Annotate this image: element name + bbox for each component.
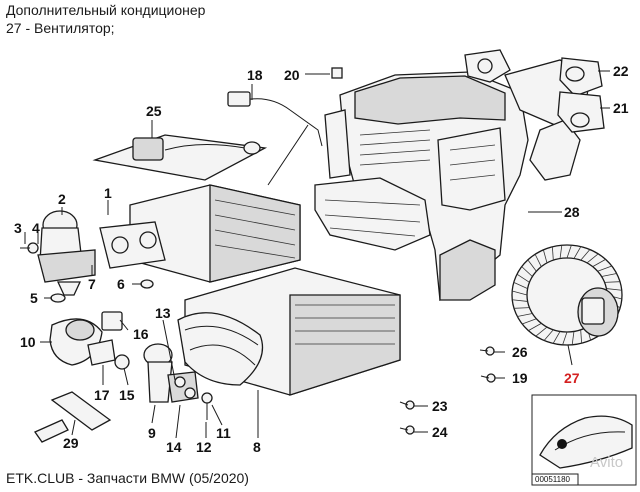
callout-17: 17 bbox=[94, 387, 110, 403]
fan-blade bbox=[516, 273, 530, 283]
page-subtitle: 27 - Вентилятор; bbox=[6, 20, 115, 36]
fan-blade bbox=[580, 249, 591, 261]
callout-8: 8 bbox=[253, 439, 261, 455]
callout-7: 7 bbox=[88, 276, 96, 292]
fan-blade bbox=[513, 282, 528, 289]
bracket-part bbox=[92, 134, 268, 181]
fan-blade bbox=[521, 266, 533, 277]
location-marker-icon bbox=[557, 439, 567, 449]
vehicle-inset: Avito 00051180 bbox=[531, 394, 637, 486]
fan-blade bbox=[512, 299, 528, 302]
callout-3: 3 bbox=[14, 220, 22, 236]
callout-5: 5 bbox=[30, 290, 38, 306]
fan-blade bbox=[566, 245, 572, 259]
callout-2: 2 bbox=[58, 191, 66, 207]
callout-29: 29 bbox=[63, 435, 79, 451]
callout-10: 10 bbox=[20, 334, 36, 350]
callout-28: 28 bbox=[564, 204, 580, 220]
fan-blade bbox=[517, 313, 533, 317]
fan-blade bbox=[512, 290, 528, 296]
callout-23: 23 bbox=[432, 398, 448, 414]
fan-blade bbox=[559, 245, 563, 259]
fan-blade bbox=[580, 329, 583, 344]
expansion-valve-assembly bbox=[49, 311, 199, 403]
callout-1: 1 bbox=[104, 185, 112, 201]
fan-blade bbox=[543, 329, 554, 341]
fan-blade bbox=[552, 331, 561, 344]
callout-20: 20 bbox=[284, 67, 300, 83]
callout-18: 18 bbox=[247, 67, 263, 83]
callout-26: 26 bbox=[512, 344, 528, 360]
water-valve bbox=[27, 210, 96, 296]
callout-25: 25 bbox=[146, 103, 162, 119]
fan-blade bbox=[522, 318, 537, 325]
callout-13: 13 bbox=[155, 305, 171, 321]
callout-12: 12 bbox=[196, 439, 212, 455]
watermark-text: Avito bbox=[590, 454, 623, 471]
footer-caption: ETK.CLUB - Запчасти BMW (05/2020) bbox=[6, 470, 249, 486]
fan-blade bbox=[601, 273, 617, 277]
fan-blade bbox=[527, 259, 537, 272]
fan-blade bbox=[562, 331, 568, 345]
page-title: Дополнительный кондиционер bbox=[6, 2, 206, 18]
fan-blade bbox=[534, 254, 542, 267]
tool-wrench bbox=[34, 391, 112, 443]
fan-blade bbox=[543, 249, 548, 264]
blower-fan bbox=[511, 244, 623, 346]
fan-blade bbox=[513, 307, 530, 309]
heater-core bbox=[99, 184, 301, 283]
hvac-housing bbox=[314, 49, 605, 302]
fan-blade bbox=[606, 288, 622, 291]
fan-blade bbox=[551, 246, 554, 261]
callout-27-highlighted: 27 bbox=[564, 370, 580, 386]
fan-blade bbox=[586, 253, 599, 264]
callout-11: 11 bbox=[216, 425, 231, 441]
callout-22: 22 bbox=[613, 63, 629, 79]
callout-24: 24 bbox=[432, 424, 448, 440]
callout-labels: 18 20 25 1 2 3 4 5 6 7 10 13 16 17 15 9 … bbox=[14, 63, 629, 455]
fan-blade bbox=[535, 326, 548, 337]
callout-15: 15 bbox=[119, 387, 135, 403]
cable-sensor bbox=[227, 91, 323, 186]
callout-21: 21 bbox=[613, 100, 629, 116]
fan-blade bbox=[571, 331, 575, 345]
fan-blade bbox=[528, 322, 542, 331]
evaporator bbox=[177, 267, 401, 396]
fan-blade bbox=[573, 246, 582, 259]
callout-14: 14 bbox=[166, 439, 182, 455]
callout-6: 6 bbox=[117, 276, 125, 292]
callout-19: 19 bbox=[512, 370, 528, 386]
fan-blade bbox=[597, 265, 612, 272]
callout-9: 9 bbox=[148, 425, 156, 441]
fan-blade bbox=[592, 259, 606, 268]
callout-4: 4 bbox=[32, 220, 40, 236]
leader-lines bbox=[24, 70, 610, 439]
fan-blade bbox=[604, 281, 621, 283]
diagram-code: 00051180 bbox=[535, 475, 571, 484]
fasteners bbox=[20, 67, 496, 435]
callout-16: 16 bbox=[133, 326, 149, 342]
